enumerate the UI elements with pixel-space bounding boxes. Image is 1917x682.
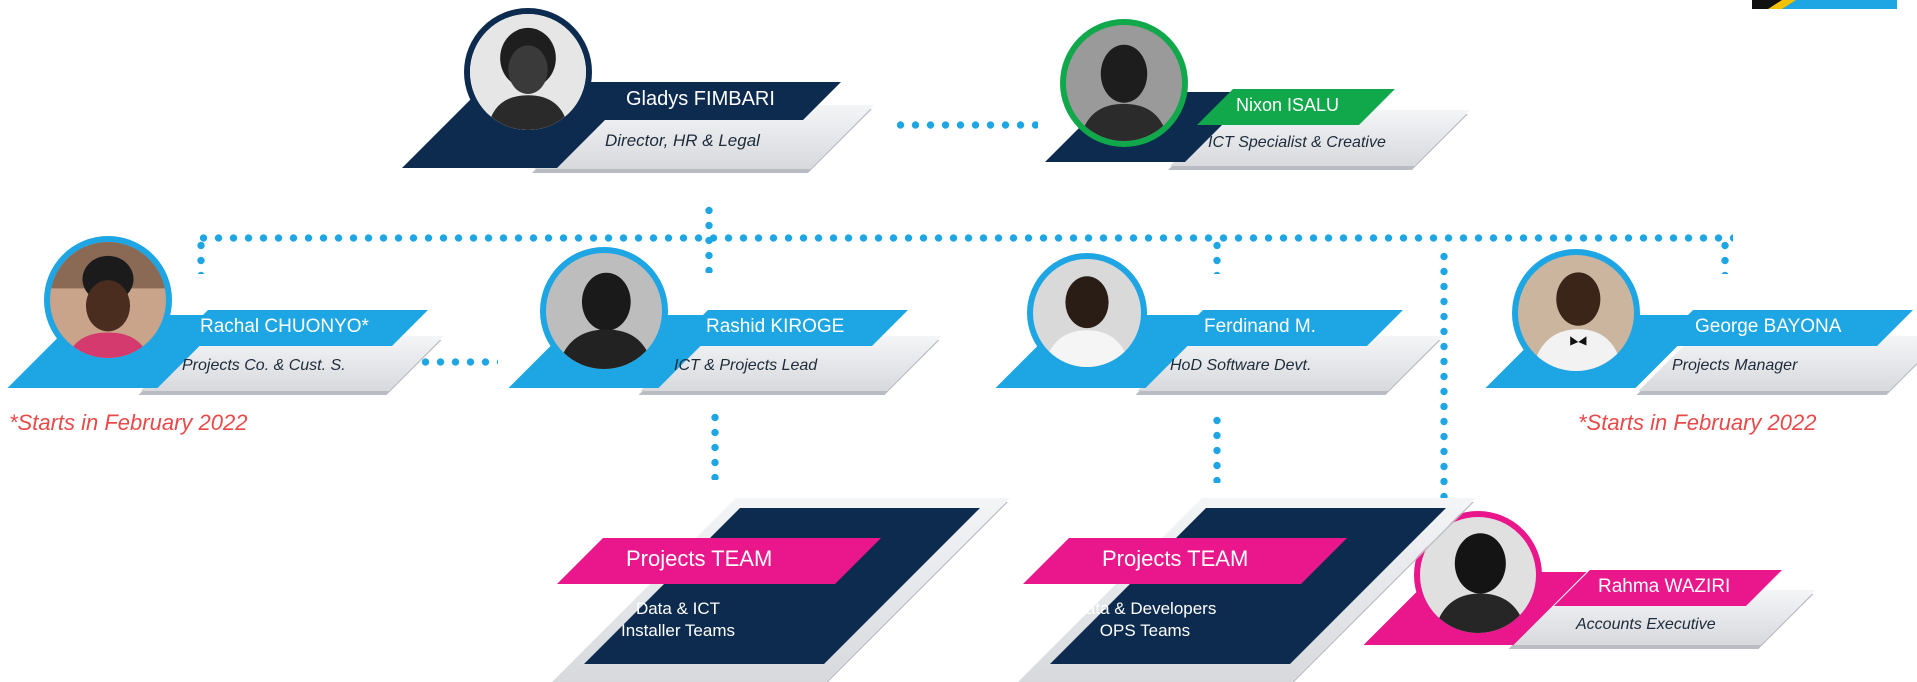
connector-drop-rachal — [197, 238, 205, 274]
connector-ferdinand-team — [1213, 413, 1221, 483]
team-box-developers-line2: OPS Teams — [1099, 621, 1191, 640]
connector-rashid-team — [711, 410, 719, 480]
note-george-start: *Starts in February 2022 — [1578, 410, 1817, 435]
connector-main-horizontal — [196, 234, 1733, 242]
card-ferdinand-role: HoD Software Devt. — [1170, 357, 1312, 374]
avatar-nixon — [1060, 19, 1188, 147]
flag-icon — [1752, 0, 1897, 9]
card-george-name: George BAYONA — [1695, 316, 1842, 337]
card-rachal-role: Projects Co. & Cust. S. — [182, 357, 346, 374]
card-rahma-role: Accounts Executive — [1576, 616, 1716, 633]
avatar-gladys — [464, 8, 592, 136]
team-box-installers-line1: Data & ICT — [635, 599, 721, 618]
avatar-ferdinand — [1027, 253, 1147, 373]
avatar-george — [1512, 249, 1640, 377]
connector-rachal-rashid — [418, 358, 498, 366]
card-gladys-name: Gladys FIMBARI — [626, 88, 775, 110]
connector-drop-rahma — [1440, 249, 1448, 506]
connector-gladys-nixon — [893, 121, 1038, 129]
card-rachal-name: Rachal CHUONYO* — [200, 316, 369, 337]
team-box-installers-line2: Installer Teams — [620, 621, 735, 640]
card-rashid-role: ICT & Projects Lead — [674, 357, 818, 374]
card-nixon-role: ICT Specialist & Creative — [1208, 134, 1386, 151]
connector-drop-george — [1721, 238, 1729, 274]
card-rahma-name: Rahma WAZIRI — [1598, 576, 1731, 597]
note-rachal-start: *Starts in February 2022 — [9, 410, 248, 435]
card-ferdinand-name: Ferdinand M. — [1204, 316, 1316, 337]
avatar-rashid — [540, 247, 668, 375]
card-rashid-name: Rashid KIROGE — [706, 316, 845, 337]
team-box-installers-title: Projects TEAM — [626, 546, 773, 571]
card-gladys-role: Director, HR & Legal — [605, 131, 760, 150]
card-george-role: Projects Manager — [1672, 357, 1798, 374]
card-nixon-name: Nixon ISALU — [1236, 95, 1340, 115]
avatar-rachal — [44, 236, 172, 364]
team-box-developers-line1: Data & Developers — [1073, 599, 1217, 618]
connector-drop-ferdinand — [1213, 238, 1221, 274]
team-box-developers-title: Projects TEAM — [1102, 546, 1249, 571]
